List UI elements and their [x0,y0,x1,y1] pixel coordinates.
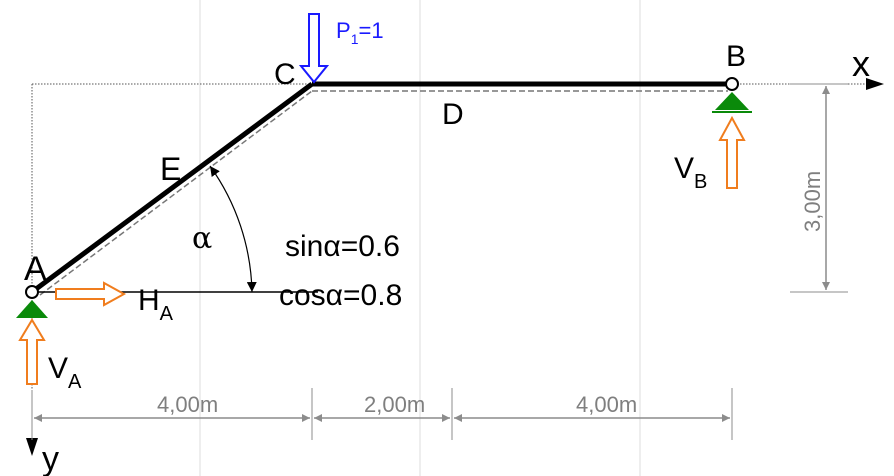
reaction-ha-label: HA [138,284,174,325]
label-b: B [726,40,746,73]
x-axis-label: x [852,43,870,84]
hinge-a [25,285,39,299]
vertical-dimension [790,83,848,293]
dim-label-3: 4,00m [576,392,637,417]
background-grid [199,0,641,476]
reaction-vb-label: VB [674,152,707,193]
label-d: D [442,98,464,131]
support-b-icon [715,92,749,110]
label-a: A [24,250,47,288]
horizontal-dimensions [31,388,733,440]
dim-label-1: 4,00m [157,392,218,417]
y-axis-label: y [42,440,59,476]
label-c: C [274,58,296,91]
support-a-icon [16,300,48,318]
label-e: E [160,151,181,187]
y-axis-arrow-icon [26,438,38,456]
reaction-va-label: VA [48,352,82,393]
dim-label-2: 2,00m [364,392,425,417]
member-ac [30,81,314,295]
angle-alpha-arc [209,165,257,293]
sin-text: sinα=0.6 [285,230,400,263]
load-p1-label: P1=1 [336,18,384,47]
fiber-line-ac [39,90,313,296]
load-p1-arrow-icon [298,13,330,84]
reaction-vb-arrow-icon [718,115,746,189]
reaction-va-arrow-icon [18,318,46,385]
hinge-b [725,77,739,91]
cos-text: cosα=0.8 [279,279,402,312]
reaction-ha-arrow-icon [55,281,127,307]
label-alpha: α [192,221,212,256]
x-axis-arrow-icon [866,78,884,90]
dim-label-height: 3,00m [800,171,825,232]
